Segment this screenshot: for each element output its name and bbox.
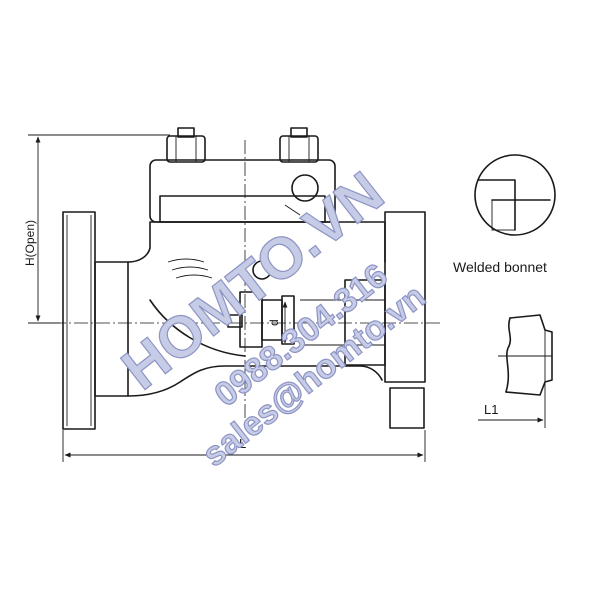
length-dimension: L [62, 430, 426, 462]
welded-bonnet-caption: Welded bonnet [453, 259, 547, 275]
height-dimension: H(Open) [23, 134, 170, 324]
bonnet [149, 159, 336, 223]
bonnet-bolt-left [166, 127, 206, 163]
socket-length-dimension: L1 [478, 382, 546, 428]
valve-body [127, 221, 386, 397]
height-label: H(Open) [23, 220, 37, 266]
center-lines [30, 140, 440, 420]
length-label: L [239, 436, 246, 451]
watermark: HOMTO.VN 0988.304.316 sales@homto.vn [109, 159, 433, 475]
socket-length-label: L1 [484, 402, 498, 417]
bonnet-bolt-right [279, 127, 319, 163]
diameter-dimension: d [267, 301, 288, 344]
left-flange [62, 211, 129, 430]
right-end [300, 211, 426, 429]
diameter-label: d [267, 319, 281, 326]
welded-bonnet-detail: Welded bonnet [453, 154, 556, 275]
socket-detail [498, 314, 553, 396]
disc-assembly [227, 260, 295, 348]
